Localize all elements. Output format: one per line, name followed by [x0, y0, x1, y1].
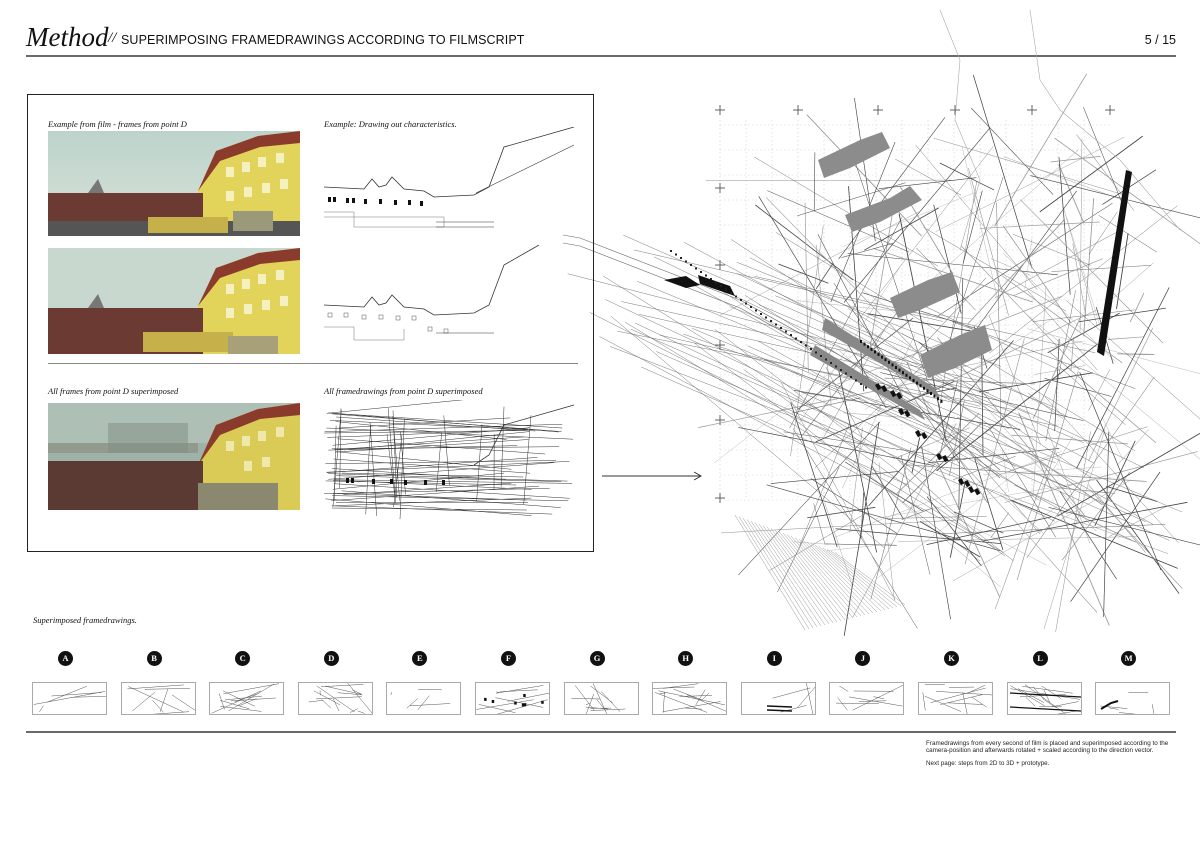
superimposed-frames-photo [48, 403, 300, 510]
thumbnail-drawing-c [209, 682, 285, 715]
thumbnail-badge-j: J [855, 651, 871, 666]
footer-rule [26, 731, 1176, 733]
frame-drawing-1 [324, 127, 575, 228]
thumbnail-badge-a: A [58, 651, 73, 666]
thumbnail-drawing-g [563, 682, 639, 715]
thumbnail-drawing-j [829, 682, 905, 715]
thumbnail-badge-f: F [501, 651, 516, 666]
thumbnail-badge-l: L [1032, 651, 1048, 666]
page-number: 5 / 15 [1144, 33, 1176, 47]
caption-drawing-example: Example: Drawing out characteristics. [324, 119, 457, 129]
film-frame-photo [48, 131, 300, 236]
thumbnail-drawing-k [918, 682, 993, 715]
header-rule [26, 55, 1176, 57]
thumbnail-badge-e: E [412, 651, 428, 666]
thumbnail-drawing-a [32, 682, 107, 715]
frame-drawing-2 [324, 245, 540, 341]
film-frame-photo-2 [48, 248, 300, 354]
caption-drawings-superimposed: All framedrawings from point D superimpo… [324, 386, 483, 396]
description-note: Framedrawings from every second of film … [926, 740, 1176, 772]
thumbnail-drawing-m [1095, 682, 1171, 715]
thumbnail-drawing-i [740, 682, 816, 715]
thumbnail-drawing-e [386, 682, 462, 715]
arrow-right-icon [602, 471, 703, 481]
thumbnail-drawing-f [475, 682, 550, 715]
caption-film-frames: Example from film - frames from point D [48, 119, 187, 129]
title-separator: // [108, 30, 117, 46]
page-subtitle: SUPERIMPOSING FRAMEDRAWINGS ACCORDING TO… [121, 33, 525, 47]
thumbnail-drawing-d [297, 682, 373, 715]
panel-divider [48, 363, 578, 364]
thumbnail-drawing-h [652, 682, 728, 715]
superimposed-framedrawings [324, 400, 575, 520]
note-paragraph-1: Framedrawings from every second of film … [926, 740, 1169, 755]
note-paragraph-2: Next page: steps from 2D to 3D + prototy… [926, 759, 1050, 767]
thumbnail-drawing-b [120, 682, 196, 715]
thumbnail-badge-g: G [589, 651, 605, 666]
thumbnail-badge-m: M [1121, 651, 1137, 666]
thumbnail-badge-c: C [235, 651, 251, 666]
thumbnail-badge-k: K [944, 651, 959, 666]
thumbnail-badge-h: H [678, 651, 694, 666]
superimposed-drawing [562, 9, 1200, 636]
thumbnail-badge-d: D [323, 651, 339, 666]
thumbnail-badge-b: B [146, 651, 162, 666]
example-panel: Example from film - frames from point D … [27, 94, 594, 552]
caption-frames-superimposed: All frames from point D superimposed [48, 386, 179, 396]
thumbnail-drawing-l [1006, 682, 1082, 715]
page-title: Method [26, 22, 109, 52]
thumbnails-caption: Superimposed framedrawings. [33, 615, 137, 625]
thumbnail-badge-i: I [766, 651, 782, 666]
